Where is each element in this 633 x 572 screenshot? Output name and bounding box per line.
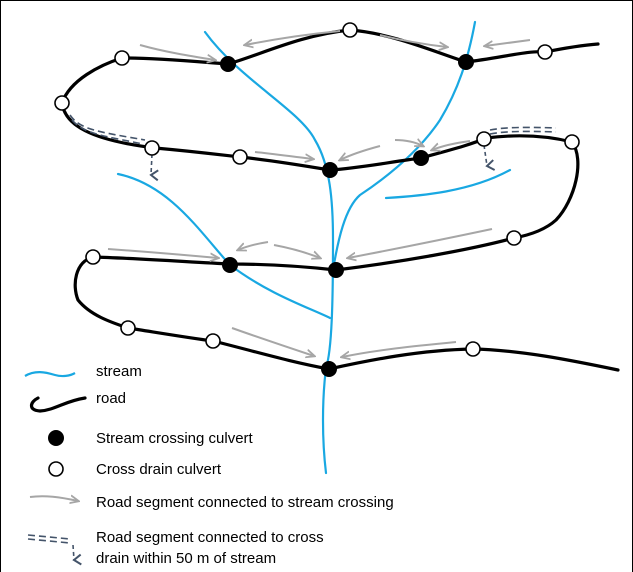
segment-arrow bbox=[245, 30, 341, 45]
drain-segment-left bbox=[69, 114, 146, 141]
cross-drain-culvert bbox=[465, 341, 481, 357]
cross-drain-culvert bbox=[506, 230, 522, 246]
segment-arrow bbox=[394, 140, 423, 146]
cross-drain-culvert bbox=[476, 131, 492, 147]
dashed-segment-symbol bbox=[27, 538, 71, 544]
stream-crossing-culvert bbox=[328, 262, 344, 278]
cross-drain-culvert bbox=[232, 149, 248, 165]
cross-drain-culvert bbox=[144, 140, 160, 156]
legend-label-stream: stream bbox=[96, 363, 142, 380]
drain-arrow-right bbox=[483, 144, 496, 171]
roads bbox=[60, 28, 620, 372]
legend-label-road: road bbox=[96, 390, 126, 407]
legend-item-stream: stream bbox=[24, 363, 142, 380]
legend-item-road-segment-drain: Road segment connected to cross drain wi… bbox=[27, 529, 324, 567]
stream-symbol bbox=[24, 371, 76, 378]
segment-arrow bbox=[254, 151, 313, 159]
segment-arrow bbox=[139, 44, 215, 60]
legend-label-road-segment-drain-1: Road segment connected to cross bbox=[96, 529, 324, 546]
frame-top-border bbox=[0, 0, 633, 1]
stream-crossing-culvert bbox=[413, 150, 429, 166]
cross-drain-culvert bbox=[85, 249, 101, 265]
stream-crossing-culvert bbox=[222, 257, 238, 273]
road-middle bbox=[73, 236, 620, 372]
legend: stream road Stream crossing culvert Cros… bbox=[24, 363, 394, 567]
segment-arrow bbox=[379, 34, 447, 47]
drain-arrow-left bbox=[149, 153, 159, 182]
stream-connected-segments bbox=[107, 30, 531, 357]
segment-arrow bbox=[238, 241, 269, 250]
legend-item-cross-drain: Cross drain culvert bbox=[48, 461, 222, 478]
dashed-segment-symbol bbox=[27, 534, 71, 540]
segment-arrow bbox=[348, 228, 493, 258]
drain-connected-segments bbox=[69, 114, 557, 182]
segment-arrow bbox=[340, 145, 381, 160]
legend-item-stream-crossing: Stream crossing culvert bbox=[48, 430, 254, 447]
stream-main bbox=[203, 30, 335, 475]
stream-crossing-culvert bbox=[322, 162, 338, 178]
legend-label-cross-drain: Cross drain culvert bbox=[96, 461, 222, 478]
cross-drain-culvert bbox=[114, 50, 130, 66]
stream-crossing-culvert bbox=[220, 56, 236, 72]
stream-crossing-culvert bbox=[321, 361, 337, 377]
segment-arrow bbox=[485, 39, 531, 46]
stream-crossing-culverts bbox=[220, 54, 474, 377]
segment-arrow bbox=[231, 327, 314, 356]
segment-arrow bbox=[342, 341, 457, 357]
frame-left-border bbox=[0, 0, 1, 572]
stream-crossing-culvert bbox=[458, 54, 474, 70]
legend-label-road-segment-drain-2: drain within 50 m of stream bbox=[96, 550, 276, 567]
dashed-down-arrow-icon bbox=[72, 544, 82, 566]
cross-drain-culvert bbox=[205, 333, 221, 349]
streams bbox=[116, 20, 512, 475]
cross-drain-culvert bbox=[54, 95, 70, 111]
cross-drain-culvert bbox=[537, 44, 553, 60]
right-arrow-icon bbox=[29, 496, 78, 501]
segment-arrow bbox=[432, 140, 471, 150]
legend-item-road: road bbox=[29, 390, 126, 413]
legend-label-road-segment-stream: Road segment connected to stream crossin… bbox=[96, 494, 394, 511]
cross-drain-culverts bbox=[54, 22, 580, 357]
stream-left-branch bbox=[116, 172, 332, 320]
stream-right-branch bbox=[384, 168, 512, 200]
filled-circle-icon bbox=[48, 430, 64, 446]
cross-drain-culvert bbox=[120, 320, 136, 336]
segment-arrow bbox=[273, 244, 320, 258]
drain-segment-left bbox=[71, 119, 144, 145]
legend-item-road-segment-stream: Road segment connected to stream crossin… bbox=[29, 494, 394, 511]
stream-right bbox=[331, 20, 477, 272]
road-top-left-loop bbox=[60, 101, 580, 240]
legend-label-stream-crossing: Stream crossing culvert bbox=[96, 430, 254, 447]
drain-segment-right bbox=[489, 130, 557, 135]
drain-segment-right bbox=[489, 126, 557, 131]
segment-arrow bbox=[107, 248, 218, 258]
cross-drain-culvert bbox=[564, 134, 580, 150]
road-symbol bbox=[29, 396, 87, 413]
open-circle-icon bbox=[48, 461, 64, 477]
cross-drain-culvert bbox=[342, 22, 358, 38]
